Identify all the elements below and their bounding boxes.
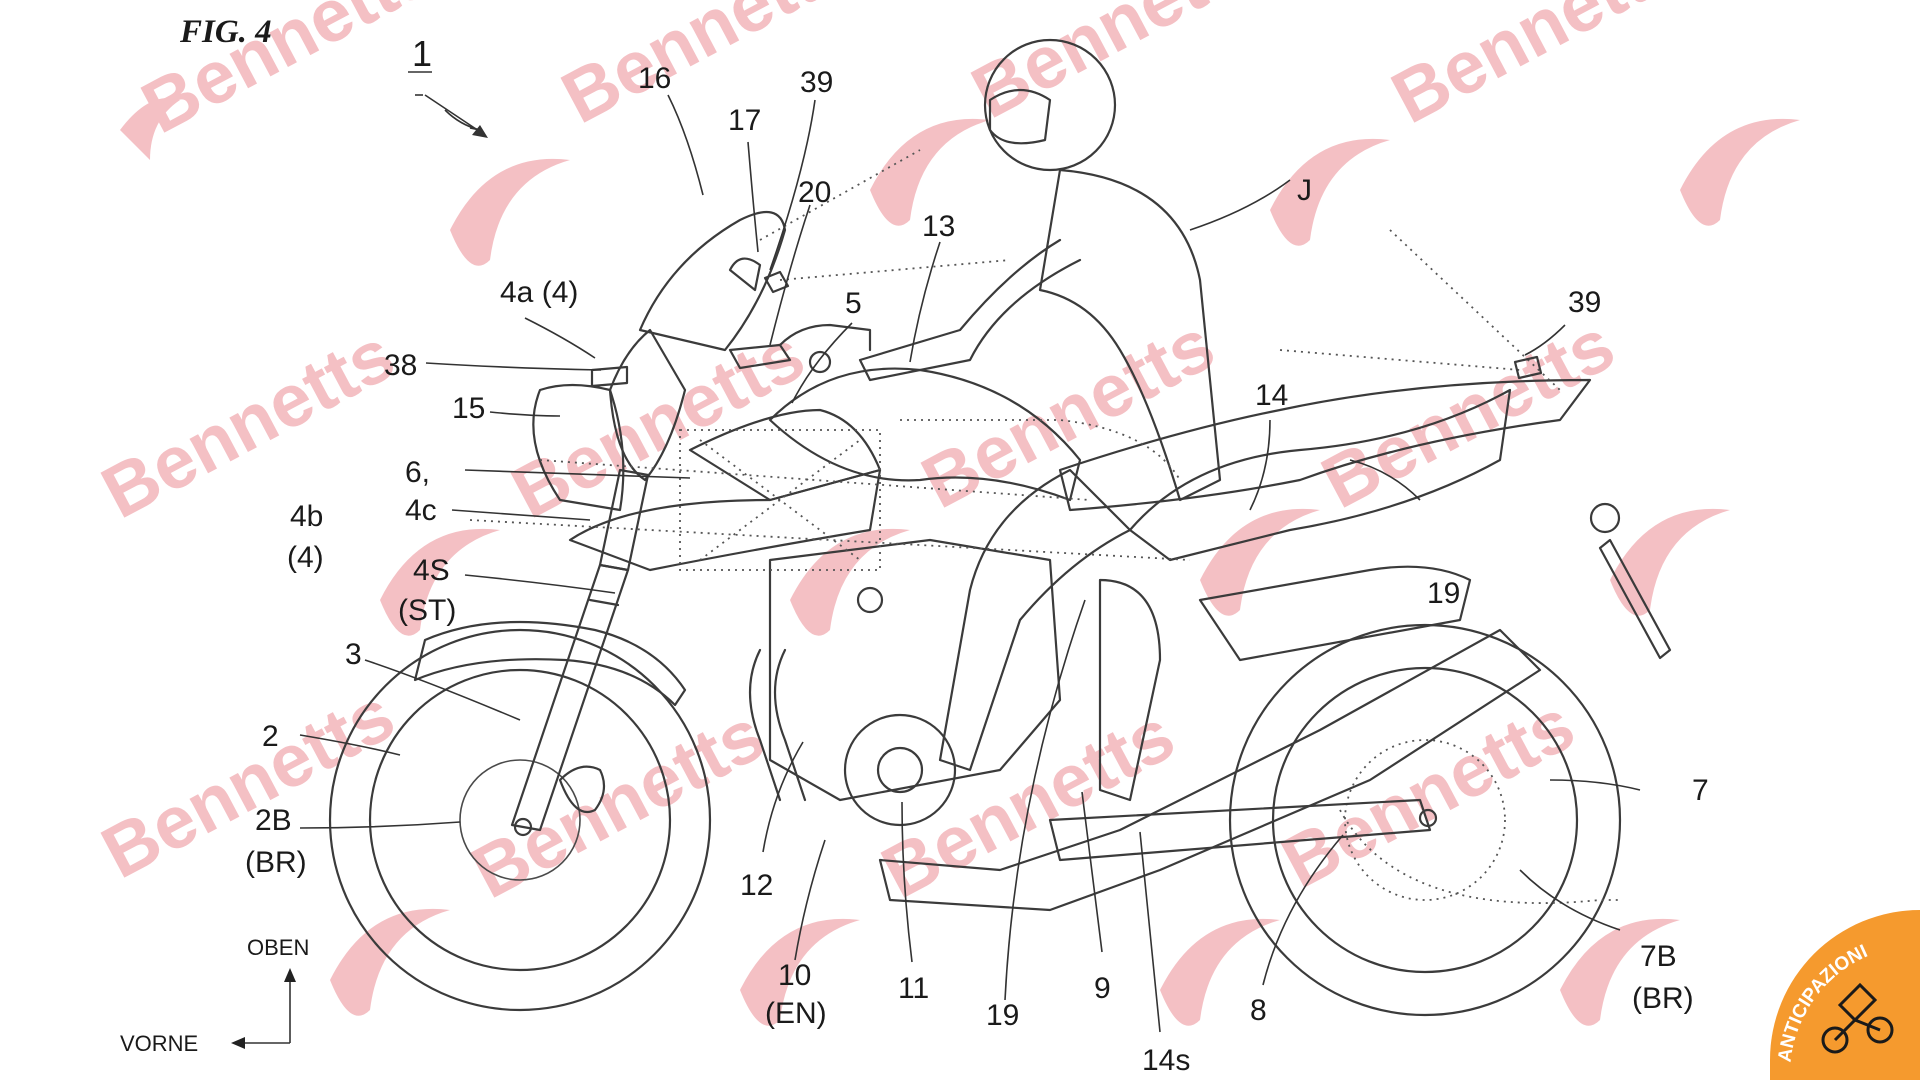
label-14s: 14s	[1142, 1044, 1190, 1077]
rider	[858, 38, 1222, 802]
engine	[748, 538, 1062, 827]
motorcycle-drawing	[328, 38, 1672, 1017]
label-12: 12	[740, 869, 773, 902]
watermark-layer: Bennetts Bennetts Bennetts Bennetts Benn…	[89, 0, 1800, 1026]
exhaust-pipe	[878, 628, 1542, 912]
watermark-text: Bennetts	[909, 302, 1228, 524]
watermark-text: Bennetts	[1309, 302, 1628, 524]
watermark-text: Bennetts	[959, 0, 1278, 134]
watermark-text: Bennetts	[459, 692, 778, 914]
watermark-text-group: Bennetts Bennetts Bennetts Bennetts Benn…	[89, 0, 1698, 914]
anticipazioni-badge: ANTICIPAZIONI	[1770, 910, 1920, 1080]
part-labels: 16 17 39 20 13 J 4a (4) 5 39 38 15 14 6,…	[245, 62, 1709, 1077]
direction-indicator: OBEN VORNE	[120, 935, 309, 1056]
watermark-text: Bennetts	[89, 312, 408, 534]
watermark-text: Bennetts	[1379, 0, 1698, 139]
label-2B: 2B	[255, 804, 292, 837]
label-14: 14	[1255, 379, 1288, 412]
label-4b-group: (4)	[287, 541, 324, 574]
label-39-front: 39	[800, 66, 833, 99]
label-J: J	[1297, 174, 1312, 207]
label-39-rear: 39	[1568, 286, 1601, 319]
label-4S: 4S	[413, 554, 450, 587]
label-17: 17	[728, 104, 761, 137]
label-11: 11	[898, 972, 929, 1005]
watermark-logo-mark	[120, 98, 1800, 1026]
label-10: 10	[778, 959, 811, 992]
label-3: 3	[345, 638, 362, 671]
direction-up-arrowhead	[284, 968, 296, 982]
watermark-text: Bennetts	[869, 692, 1188, 914]
label-19-front: 19	[986, 999, 1019, 1032]
rear-wheel	[1228, 623, 1622, 1017]
handlebar	[728, 257, 872, 374]
label-13: 13	[922, 210, 955, 243]
sensor-38	[590, 365, 629, 388]
front-wheel	[328, 628, 712, 1012]
label-19-rear: 19	[1427, 577, 1460, 610]
rear-bodywork	[1058, 378, 1672, 662]
fuel-tank	[768, 367, 1082, 502]
label-20: 20	[798, 176, 831, 209]
label-8: 8	[1250, 994, 1267, 1027]
figure-title: FIG. 4	[179, 14, 272, 50]
label-9: 9	[1094, 972, 1111, 1005]
sensor-39-rear	[1513, 355, 1543, 380]
label-6: 6,	[405, 456, 430, 489]
label-2B-BR: (BR)	[245, 846, 307, 879]
direction-up-label: OBEN	[247, 935, 309, 960]
label-16: 16	[638, 62, 671, 95]
leader-lines	[299, 94, 1641, 1033]
front-fender	[413, 620, 687, 707]
sensor-units	[590, 270, 1543, 388]
reference-arrowhead	[472, 125, 488, 138]
direction-forward-label: VORNE	[120, 1031, 198, 1056]
label-EN: (EN)	[765, 997, 827, 1030]
reference-numeral: 1	[412, 33, 432, 74]
label-38: 38	[384, 349, 417, 382]
badge-motorcycle-icon	[1821, 982, 1894, 1054]
label-7B: 7B	[1640, 940, 1677, 973]
sensor-39-front	[763, 270, 790, 294]
label-4c: 4c	[405, 494, 437, 527]
badge-background	[1770, 910, 1920, 1080]
label-15: 15	[452, 392, 485, 425]
label-5: 5	[845, 287, 862, 320]
label-ST: (ST)	[398, 594, 456, 627]
label-4a: 4a (4)	[500, 276, 578, 309]
front-brake-caliper	[558, 765, 606, 813]
label-7: 7	[1692, 774, 1709, 807]
label-7B-BR: (BR)	[1632, 982, 1694, 1015]
reference-arrow	[424, 94, 486, 136]
label-4b: 4b	[290, 500, 323, 533]
label-2: 2	[262, 720, 279, 753]
watermark-text: Bennetts	[129, 0, 448, 149]
frame-hidden-lines	[469, 149, 1620, 904]
front-fork	[510, 468, 650, 832]
swingarm	[1048, 798, 1432, 862]
direction-forward-arrowhead	[231, 1037, 245, 1049]
